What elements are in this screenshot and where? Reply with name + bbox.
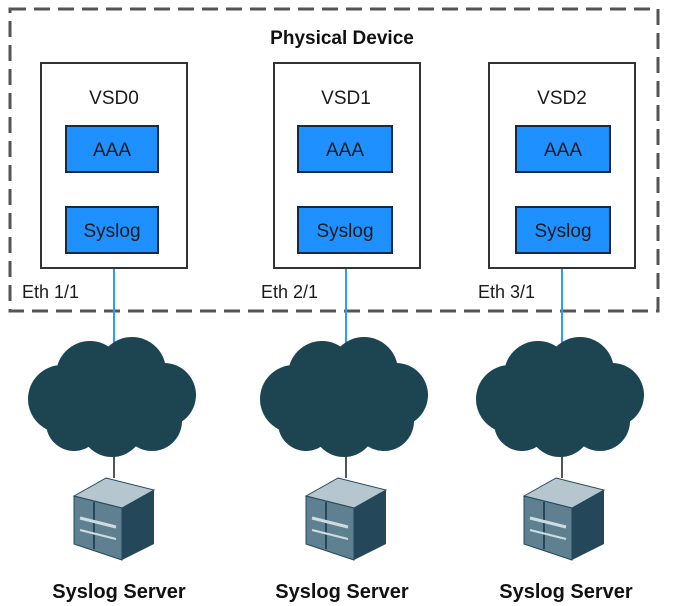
server-icon[interactable] [522,477,606,561]
vsd2-syslog-module[interactable] [515,206,611,254]
server-icon[interactable] [304,477,388,561]
cloud-icon [476,337,644,457]
vsd1-port-label: Eth 2/1 [261,282,318,302]
vsd0-syslog-module[interactable] [65,206,159,254]
vsd2-aaa-label: AAA [544,140,582,161]
vsd0-aaa-module[interactable] [65,125,159,173]
vsd-column-2: VSD2 AAA Syslog Eth 3/1 Syslog Server [476,62,644,603]
vsd2-server-label: Syslog Server [499,581,633,603]
vsd2-aaa-module[interactable] [515,125,611,173]
vsd2-syslog-label: Syslog [534,221,591,242]
vsd0-label: VSD0 [89,88,139,109]
vsd-column-0: VSD0 AAA Syslog Eth 1/1 Syslog Server [22,62,196,603]
cloud-icon [260,337,428,457]
vsd1-syslog-label: Syslog [316,221,373,242]
vsd0-syslog-label: Syslog [83,221,140,242]
vsd1-label: VSD1 [321,88,371,109]
server-icon[interactable] [72,477,156,561]
cloud-icon [28,337,196,457]
vsd0-server-label: Syslog Server [52,581,186,603]
vsd1-server-label: Syslog Server [275,581,409,603]
vsd-column-1: VSD1 AAA Syslog Eth 2/1 Syslog Server [260,62,428,603]
vsd0-aaa-label: AAA [93,140,131,161]
physical-device-frame [8,7,660,313]
vsd1-syslog-module[interactable] [297,206,393,254]
vsd2-port-label: Eth 3/1 [478,282,535,302]
physical-device-title: Physical Device [270,28,414,49]
vsd1-aaa-label: AAA [326,140,364,161]
vsd0-port-label: Eth 1/1 [22,282,79,302]
vsd1-aaa-module[interactable] [297,125,393,173]
vsd2-label: VSD2 [537,88,587,109]
